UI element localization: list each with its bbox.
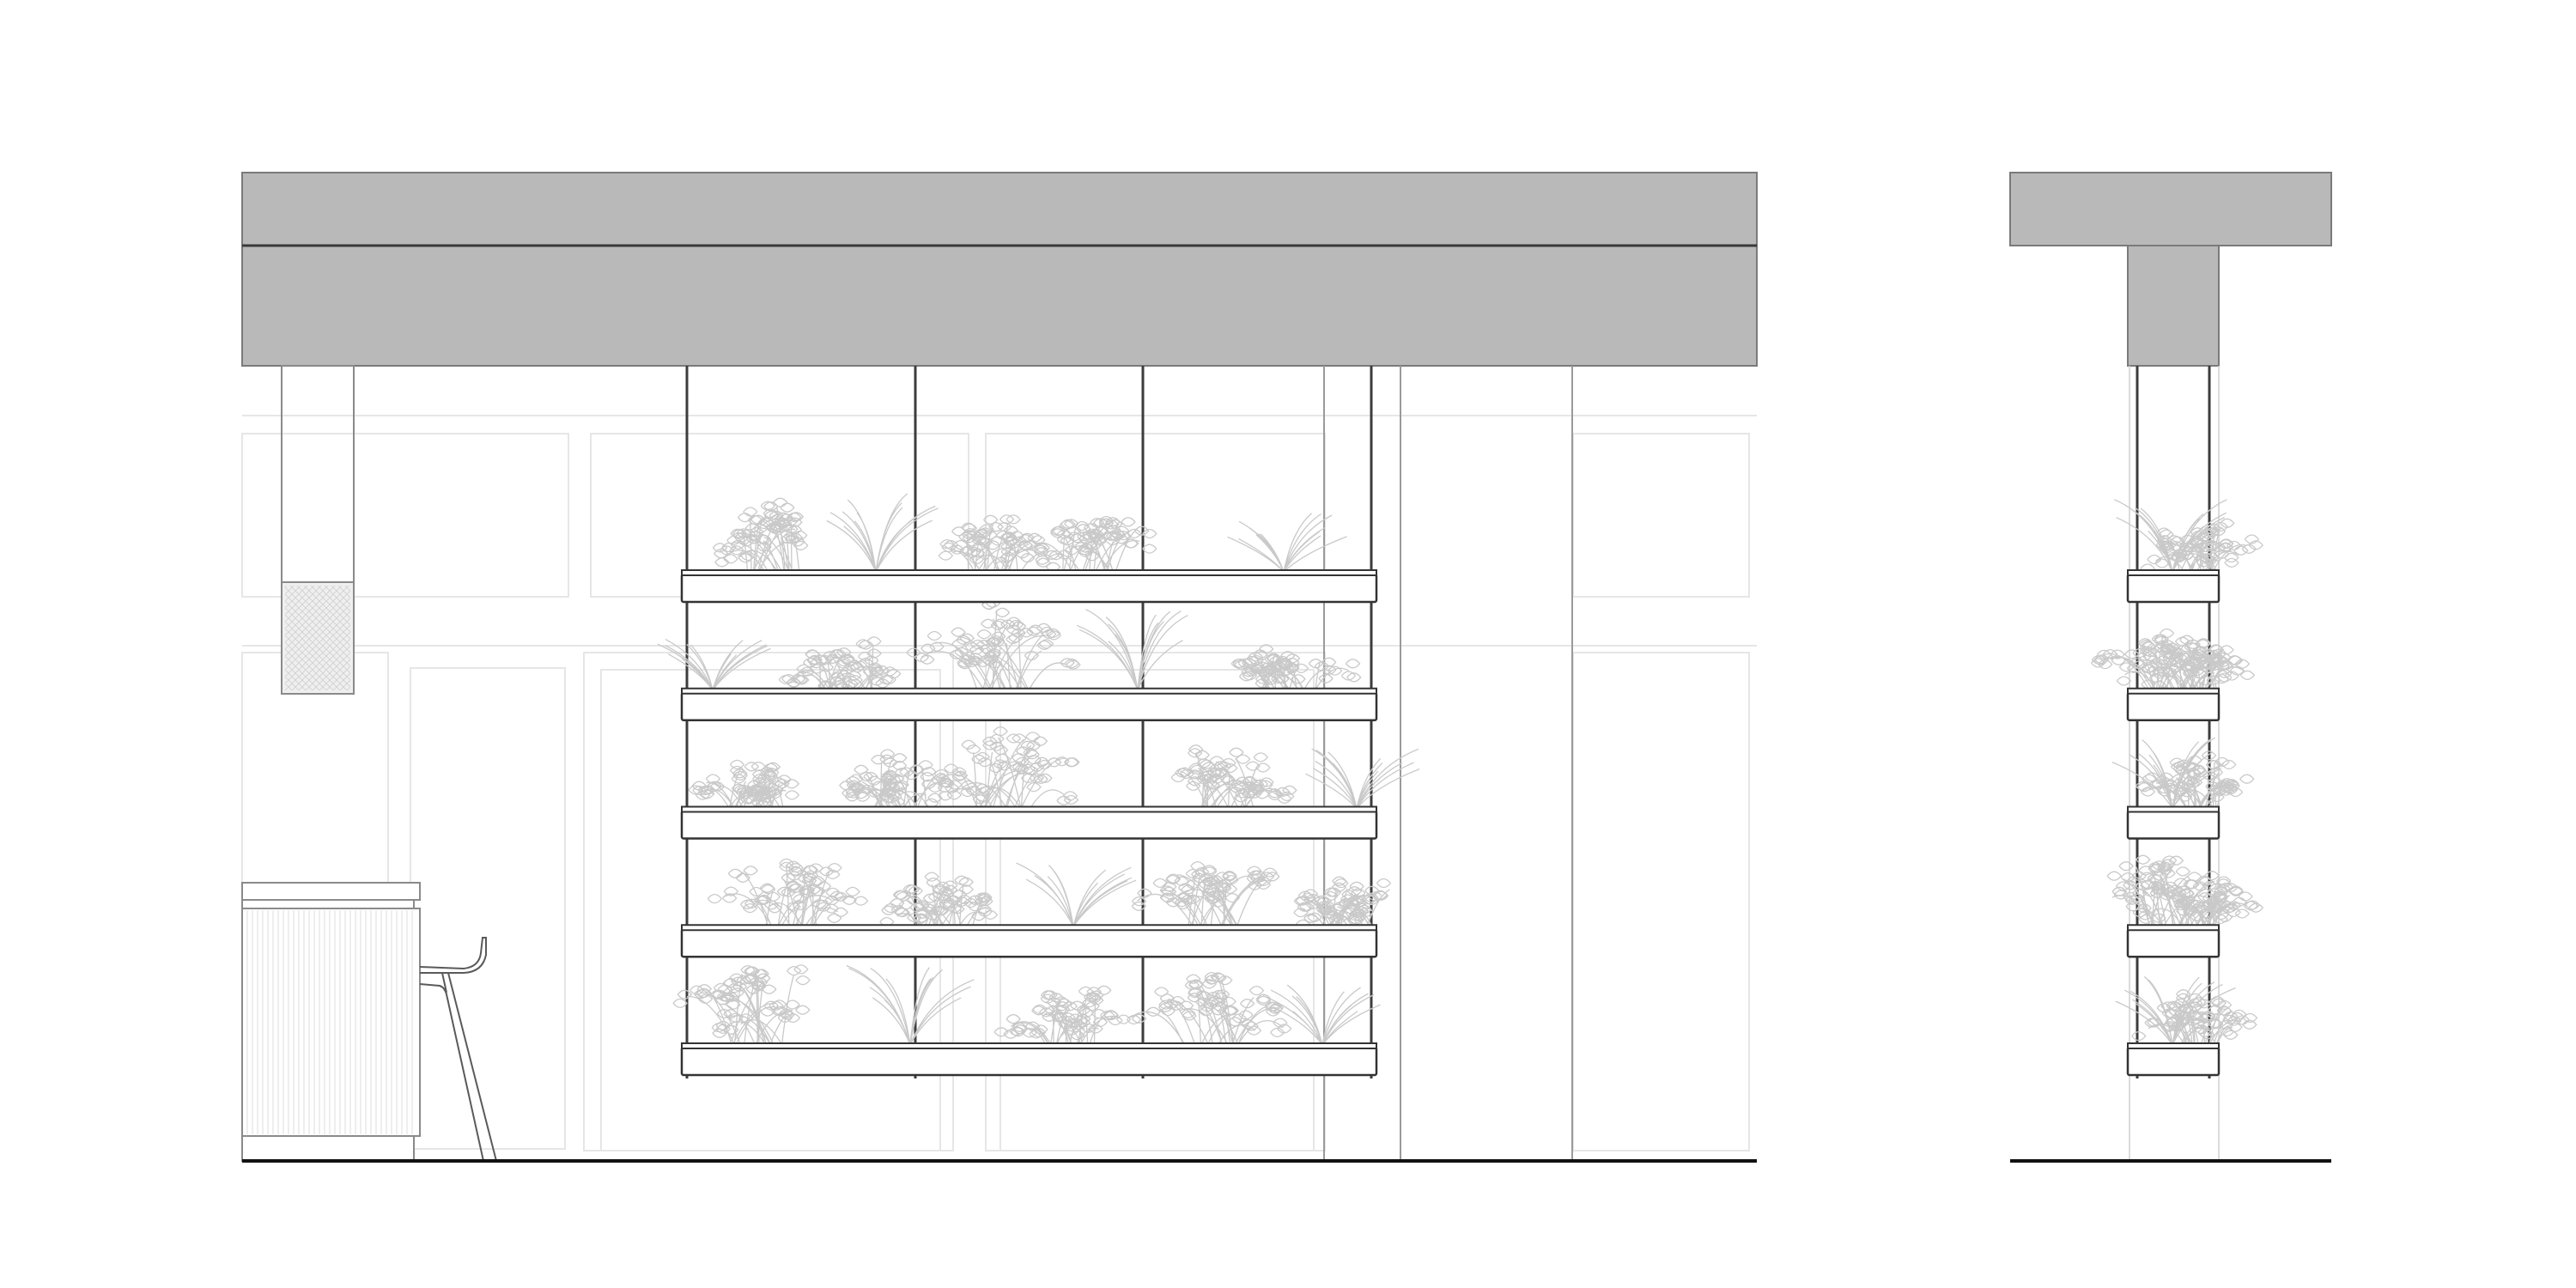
side-hanging-rods [2136, 366, 2211, 1078]
planter-shelves [680, 569, 1378, 1077]
plant-palm [1076, 609, 1188, 690]
plant-bush [906, 598, 1081, 691]
plant-palm [1227, 513, 1347, 573]
side-planter-shelf [2126, 1042, 2221, 1077]
plant-bush [839, 749, 967, 809]
plant-bush [2106, 854, 2232, 927]
plant-bush [2135, 750, 2255, 809]
side-planter-lip [2127, 687, 2220, 695]
plant-bush [1293, 876, 1392, 930]
plant-bush [2159, 878, 2264, 927]
plant-palm [657, 639, 771, 691]
planter-shelf [680, 687, 1378, 721]
planter-lip [681, 1042, 1377, 1049]
planter-shelf [680, 924, 1378, 958]
plant-bush [993, 985, 1123, 1046]
side-ceiling-beam [2127, 245, 2220, 367]
plant-bush [778, 636, 902, 692]
bar-stool [419, 937, 497, 1162]
planter-box [680, 1046, 1378, 1077]
side-planter-box [2126, 1046, 2221, 1077]
side-planter-box [2126, 810, 2221, 840]
counter [241, 882, 421, 1162]
wall-edges [1323, 366, 1573, 1161]
planter-lip [681, 569, 1377, 576]
side-elevation [2009, 172, 2332, 1163]
plant-bush [1018, 515, 1157, 573]
plant-bush [2131, 989, 2258, 1046]
pendant-light [281, 365, 355, 695]
side-planter-shelf [2126, 687, 2221, 721]
planter-lip [681, 687, 1377, 695]
planter-box [680, 691, 1378, 721]
side-planter-shelf [2126, 924, 2221, 958]
side-planter-lip [2127, 805, 2220, 813]
plant-palm [1016, 862, 1137, 927]
planter-shelf [680, 569, 1378, 604]
planter-box [680, 928, 1378, 958]
plant-bush [879, 872, 999, 927]
plant-bush [712, 497, 809, 573]
planter-box [680, 573, 1378, 604]
plant-bush [672, 964, 811, 1046]
plant-bush [2140, 518, 2263, 574]
plant-bush [1230, 644, 1362, 691]
plant-bush [920, 726, 1080, 809]
planter-lip [681, 924, 1377, 932]
plant-palm [826, 493, 939, 573]
plant-palm [1305, 748, 1420, 809]
plant-bush [1115, 971, 1292, 1046]
front-elevation [241, 172, 1758, 1163]
side-planter-box [2126, 573, 2221, 604]
side-plant-foliage [2090, 499, 2264, 1046]
side-planter-shelf [2126, 805, 2221, 840]
side-planter-lip [2127, 924, 2220, 932]
wall-paneling [241, 415, 1757, 1151]
plant-bush [2137, 638, 2256, 691]
hanging-rods [685, 366, 1373, 1078]
side-planter-shelf [2126, 569, 2221, 604]
side-planter-box [2126, 691, 2221, 721]
counter-fluting [246, 910, 413, 1134]
side-planter-lip [2127, 569, 2220, 576]
plant-foliage [657, 493, 1420, 1046]
side-planter-lip [2127, 1042, 2220, 1049]
plant-bush [1131, 860, 1280, 927]
side-ceiling-slab [2009, 172, 2332, 246]
planter-shelf [680, 1042, 1378, 1077]
plant-palm [1262, 984, 1381, 1046]
plant-bush [688, 759, 800, 809]
side-planter-shelves [2126, 569, 2221, 1077]
ceiling-slab [241, 172, 1758, 367]
side-planter-box [2126, 928, 2221, 958]
planter-lip [681, 805, 1377, 813]
planter-box [680, 810, 1378, 840]
plant-bush [707, 858, 869, 927]
plant-bush [1170, 744, 1297, 809]
plant-palm [846, 964, 975, 1046]
planter-shelf [680, 805, 1378, 840]
